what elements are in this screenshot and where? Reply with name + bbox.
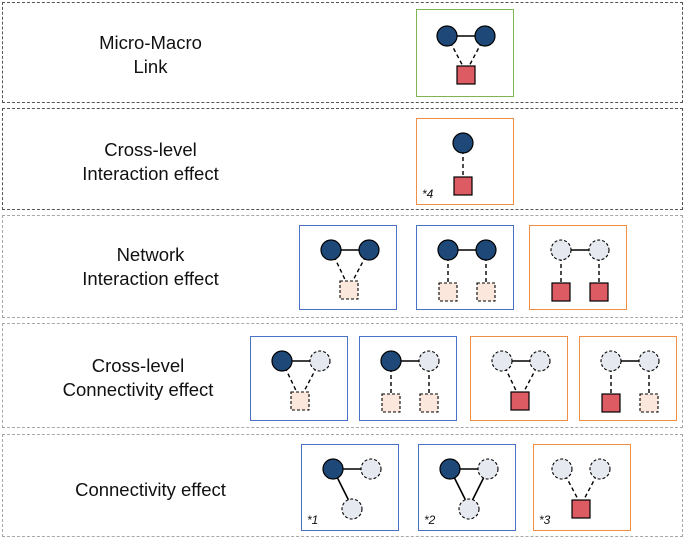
label-line-1: Network xyxy=(116,244,185,265)
diagram-panel: *3 xyxy=(533,444,631,531)
light-node xyxy=(341,498,363,520)
diagram-panel: *2 xyxy=(418,444,516,531)
row-cross-level-connectivity: Cross-level Connectivity effect xyxy=(2,323,683,428)
dark-node xyxy=(320,239,342,261)
footnote-mark: *2 xyxy=(424,513,436,527)
light-node xyxy=(638,350,660,372)
row-label: Network Interaction effect xyxy=(23,243,278,291)
light-node xyxy=(309,350,331,372)
dark-node xyxy=(322,458,344,480)
dark-node xyxy=(475,239,497,261)
footnote-mark: *4 xyxy=(422,187,434,201)
red-node xyxy=(589,282,609,302)
dark-node xyxy=(358,239,380,261)
pale-node xyxy=(639,393,659,413)
row-micro-macro-link: Micro-Macro Link xyxy=(2,2,683,103)
red-node xyxy=(601,393,621,413)
diagram-panel: *4 xyxy=(416,118,514,205)
dark-node xyxy=(271,350,293,372)
red-node xyxy=(510,391,530,411)
red-node xyxy=(456,65,476,85)
light-node xyxy=(550,239,572,261)
light-node xyxy=(588,239,610,261)
label-line-2: Connectivity effect xyxy=(62,379,214,400)
red-node xyxy=(453,176,473,196)
light-node xyxy=(491,350,513,372)
light-node xyxy=(551,458,573,480)
pale-node xyxy=(476,282,496,302)
pale-node xyxy=(339,280,359,300)
red-node xyxy=(571,499,591,519)
row-cross-level-interaction: Cross-level Interaction effect *4 xyxy=(2,108,683,210)
footnote-mark: *1 xyxy=(307,513,319,527)
diagram-panel xyxy=(250,336,348,421)
row-label: Cross-level Interaction effect xyxy=(23,138,278,186)
diagram-panel xyxy=(579,336,677,421)
light-node xyxy=(477,458,499,480)
row-connectivity-effect: Connectivity effect *1 *2 *3 xyxy=(2,434,683,537)
label-line-2: Interaction effect xyxy=(82,163,219,184)
dark-node xyxy=(437,239,459,261)
red-node xyxy=(551,282,571,302)
light-node xyxy=(418,350,440,372)
footnote-mark: *3 xyxy=(539,513,551,527)
pale-node xyxy=(438,282,458,302)
diagram-panel xyxy=(299,225,397,310)
dark-node xyxy=(436,25,458,47)
dark-node xyxy=(452,132,474,154)
diagram-panel xyxy=(416,225,514,310)
diagram-panel xyxy=(416,9,514,97)
pale-node xyxy=(419,393,439,413)
light-node xyxy=(458,498,480,520)
light-node xyxy=(600,350,622,372)
row-network-interaction: Network Interaction effect xyxy=(2,215,683,318)
light-node xyxy=(529,350,551,372)
label-line-1: Cross-level xyxy=(91,355,185,376)
diagram-panel: *1 xyxy=(301,444,399,531)
label-line-2: Interaction effect xyxy=(82,268,219,289)
label-line-1: Connectivity effect xyxy=(75,479,226,500)
pale-node xyxy=(381,393,401,413)
diagram-panel xyxy=(529,225,627,310)
dark-node xyxy=(380,350,402,372)
row-label: Connectivity effect xyxy=(23,478,278,502)
label-line-1: Micro-Macro xyxy=(99,32,202,53)
dark-node xyxy=(439,458,461,480)
light-node xyxy=(360,458,382,480)
light-node xyxy=(589,458,611,480)
row-label: Cross-level Connectivity effect xyxy=(23,354,253,402)
label-line-1: Cross-level xyxy=(104,139,197,160)
diagram-panel xyxy=(470,336,568,421)
row-label: Micro-Macro Link xyxy=(23,31,278,79)
pale-node xyxy=(290,391,310,411)
diagram-panel xyxy=(359,336,457,421)
dark-node xyxy=(474,25,496,47)
label-line-2: Link xyxy=(133,56,168,77)
